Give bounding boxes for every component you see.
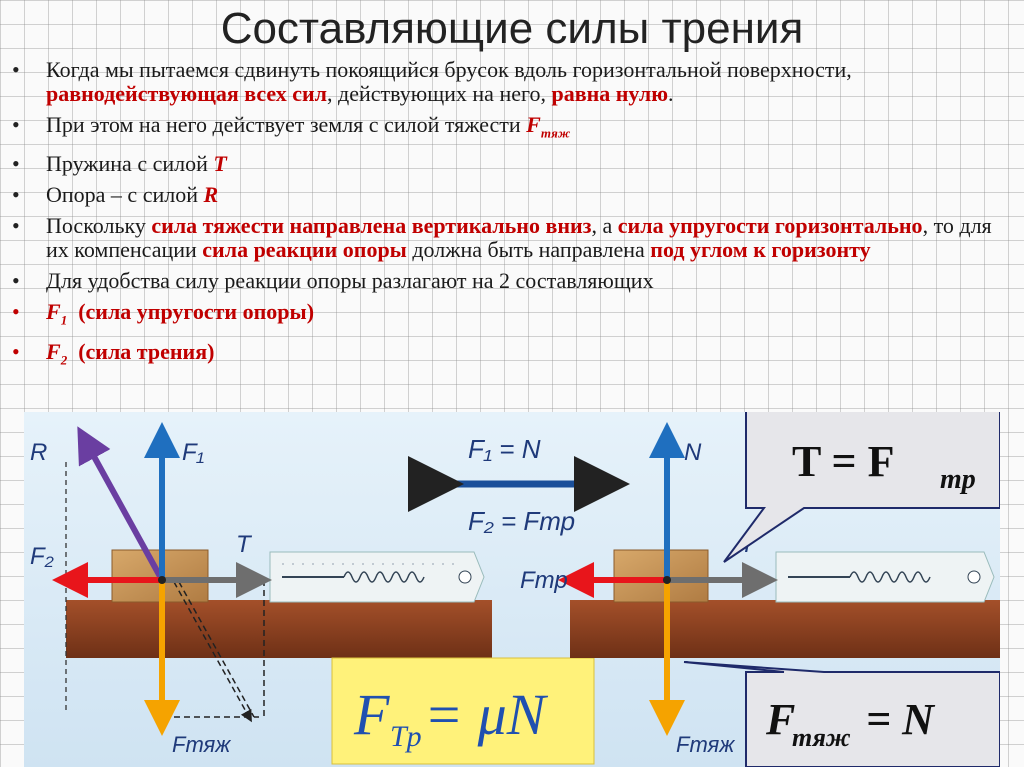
highlight-text: равна нулю [551,81,669,106]
label-f-tyazh-right: Fтяж [676,732,735,757]
label-f1: F₁ [182,439,204,466]
label-r: R [30,439,47,466]
callout-top-lhs: T = F [792,437,895,486]
bullet-6-text: Для удобства силу реакции опоры разлагаю… [46,268,654,294]
bullet-item-3: Пружина с силой T [10,151,1010,177]
highlight-text: равнодействующая всех сил [46,81,328,106]
f2-desc: (сила трения) [78,338,215,364]
right-block [613,549,709,603]
right-scene: N Fтр T Fтяж [520,422,1000,757]
label-f-tyazh-left: Fтяж [172,732,231,757]
formula-f: F [353,682,390,747]
callout-bottom-f: F [765,695,795,744]
highlight-text: под углом к горизонту [650,237,871,263]
highlight-text: сила тяжести направлена вертикально вниз [151,213,592,239]
formula-sub: Tp [390,720,422,753]
highlight-text: сила реакции опоры [202,237,407,263]
plain-text: , то для их компенсации [46,213,992,263]
label-f2: F₂ [30,543,54,570]
highlight-text: сила упругости горизонтально [617,213,923,239]
bullet-item-2: При этом на него действует земля с силой… [10,113,1010,145]
plain-text: . [668,81,674,106]
var-t: T [213,151,227,177]
bullet-2-text: При этом на него действует земля с силой… [46,112,527,137]
label-n: N [684,439,702,466]
eq-f1-n: F₁ = N [468,434,541,464]
slide-title: Составляющие силы трения [220,4,804,53]
callout-bottom: F тяж = N [683,661,1000,767]
formula-rhs: = μN [424,682,549,747]
formula-box: F Tp = μN [331,657,595,765]
bullet-list: Когда мы пытаемся сдвинуть покоящийся бр… [10,58,1010,379]
bullet-3-text: Пружина с силой [46,151,214,177]
bullet-item-7: F1 (сила упругости опоры) [10,300,1010,332]
var-r: R [203,182,219,208]
left-spring-scale [269,551,485,603]
force-diagram: R F₁ F₂ T Fтяж F₁ = N F₂ = Fтр F Tp = μN… [24,412,1000,767]
f1-desc: (сила упругости опоры) [78,299,315,325]
bullet-item-1: Когда мы пытаемся сдвинуть покоящийся бр… [10,58,1010,106]
bullet-1-text: Когда мы пытаемся сдвинуть покоящийся бр… [46,57,852,106]
callout-bottom-sub: тяж [792,723,851,752]
eq-f2-ftr: F₂ = Fтр [468,506,575,536]
var-f-tyazh: Fтяж [526,112,571,141]
bullet-item-4: Опора – с силой R [10,182,1010,208]
callout-top-sub: тр [940,464,976,495]
var-f2: F2 [46,338,68,368]
center-equations: F₁ = N F₂ = Fтр [408,434,630,536]
right-spring-scale [775,551,995,603]
bullet-item-6: Для удобства силу реакции опоры разлагаю… [10,268,1010,294]
label-t-left: T [236,531,253,558]
callout-bottom-rhs: = N [866,695,936,744]
var-f1: F1 [46,299,68,328]
bullet-4-text: Опора – с силой [46,182,204,208]
plain-text: , а [591,213,618,239]
callout-top: T = F тр [723,412,1000,563]
plain-text: Поскольку [46,213,152,239]
bullet-item-5: Поскольку сила тяжести направлена вертик… [10,214,1010,262]
bullet-5-text: Поскольку сила тяжести направлена вертик… [46,213,992,262]
arrow-r [77,426,165,582]
bullet-item-8: F2 (сила трения) [10,338,1010,372]
plain-text: , действующих на него, [327,81,552,106]
right-surface [570,600,1000,658]
plain-text: должна быть направлена [406,237,651,263]
left-scene: R F₁ F₂ T Fтяж [30,422,492,757]
plain-text: Когда мы пытаемся сдвинуть покоящийся бр… [46,57,852,82]
label-ftr: Fтр [520,567,568,594]
left-surface [66,600,492,658]
